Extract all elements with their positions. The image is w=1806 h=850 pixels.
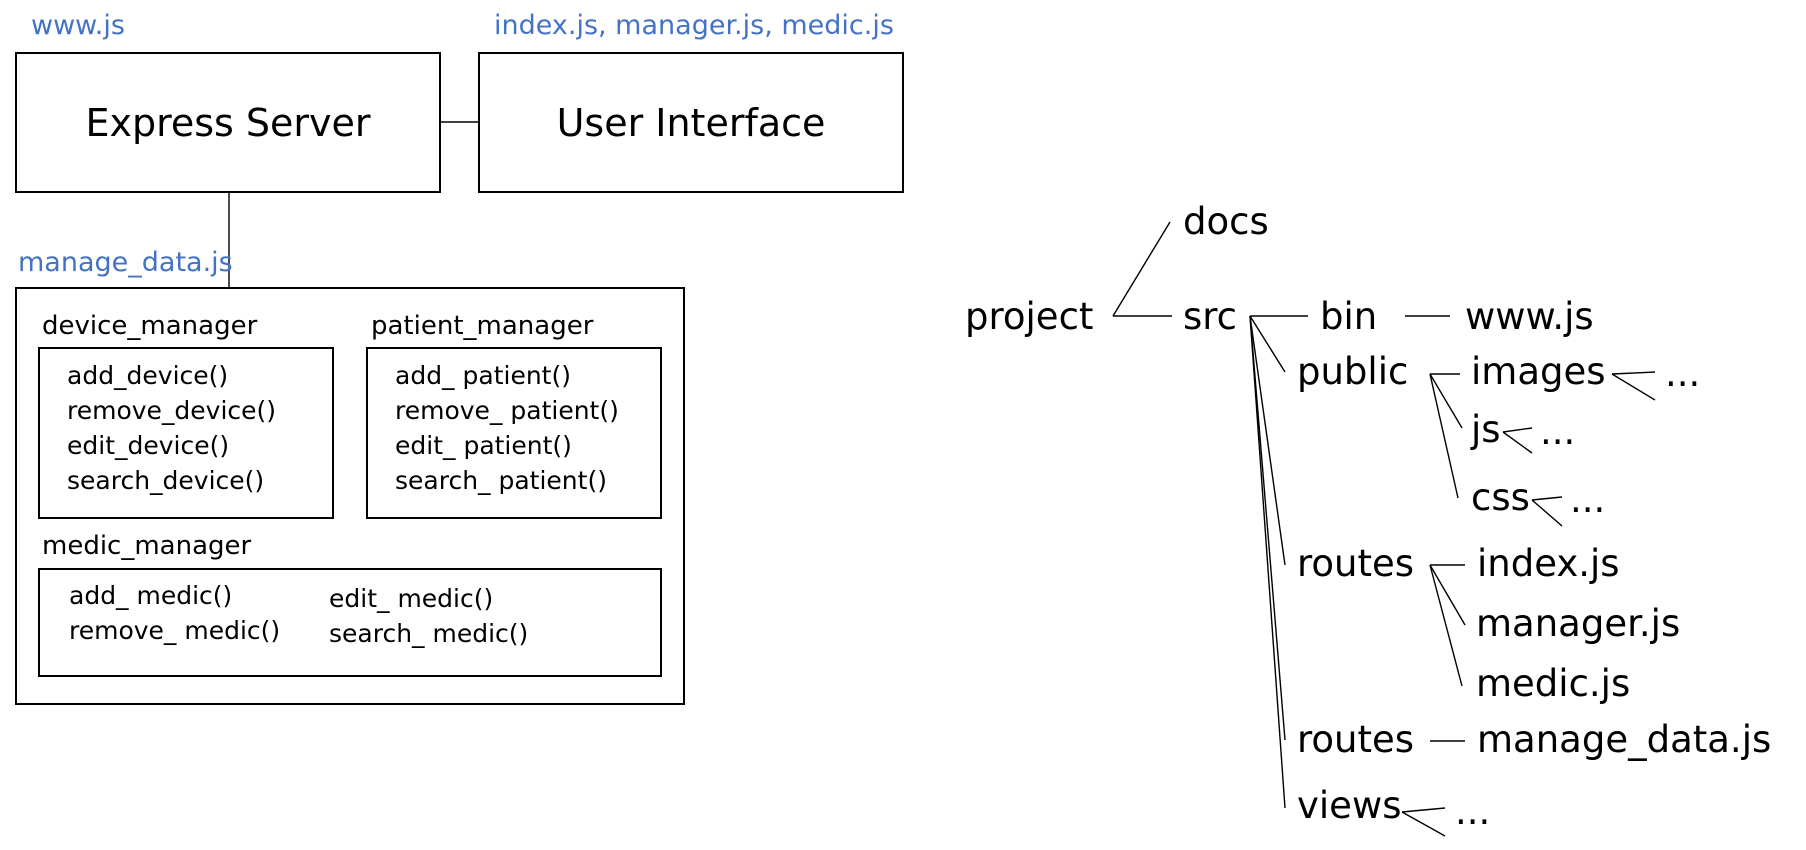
medic-manager-box: add_ medic() remove_ medic() edit_ medic… — [38, 568, 662, 677]
function-item: edit_ medic() — [329, 584, 494, 613]
function-item: remove_ patient() — [395, 396, 619, 425]
tree-file-medic: medic.js — [1476, 662, 1631, 705]
tree-file-manager: manager.js — [1476, 602, 1681, 645]
function-item: add_ medic() — [69, 581, 233, 610]
function-item: remove_ medic() — [69, 616, 281, 645]
tree-root-project: project — [965, 295, 1094, 338]
express-server-label: Express Server — [85, 100, 371, 145]
tree-ellipsis: ... — [1540, 410, 1576, 453]
express-server-box: Express Server — [15, 52, 441, 193]
tree-ellipsis: ... — [1665, 352, 1701, 395]
tree-folder-docs: docs — [1183, 200, 1269, 243]
tree-folder-bin: bin — [1320, 295, 1378, 338]
tree-folder-src: src — [1183, 295, 1238, 338]
function-item: edit_ patient() — [395, 431, 572, 460]
device-manager-box: add_device() remove_device() edit_device… — [38, 347, 334, 519]
function-item: remove_device() — [67, 396, 277, 425]
function-item: search_ medic() — [329, 619, 529, 648]
tree-file-www: www.js — [1465, 295, 1594, 338]
tree-folder-public: public — [1297, 350, 1409, 393]
patient-manager-title: patient_manager — [371, 311, 594, 341]
user-interface-box: User Interface — [478, 52, 904, 193]
tree-folder-views: views — [1297, 784, 1402, 827]
tree-ellipsis: ... — [1455, 790, 1491, 833]
tree-file-manage-data: manage_data.js — [1477, 718, 1772, 761]
function-item: edit_device() — [67, 431, 230, 460]
data-file-label: manage_data.js — [18, 247, 233, 278]
medic-functions-right: edit_ medic() search_ medic() — [329, 581, 528, 651]
function-item: add_ patient() — [395, 361, 571, 390]
tree-file-index: index.js — [1477, 542, 1620, 585]
ui-files-label: index.js, manager.js, medic.js — [494, 10, 894, 41]
function-item: search_ patient() — [395, 466, 607, 495]
tree-folder-routes-2: routes — [1297, 718, 1415, 761]
user-interface-label: User Interface — [556, 100, 826, 145]
function-item: search_device() — [67, 466, 265, 495]
tree-folder-images: images — [1471, 350, 1606, 393]
medic-functions-left: add_ medic() remove_ medic() — [69, 578, 280, 648]
server-file-label: www.js — [31, 10, 125, 41]
device-manager-title: device_manager — [42, 311, 258, 341]
tree-ellipsis: ... — [1570, 478, 1606, 521]
medic-manager-title: medic_manager — [42, 531, 252, 561]
tree-folder-routes: routes — [1297, 542, 1415, 585]
patient-manager-box: add_ patient() remove_ patient() edit_ p… — [366, 347, 662, 519]
tree-folder-css: css — [1471, 476, 1530, 519]
tree-folder-js: js — [1471, 408, 1501, 451]
function-item: add_device() — [67, 361, 229, 390]
